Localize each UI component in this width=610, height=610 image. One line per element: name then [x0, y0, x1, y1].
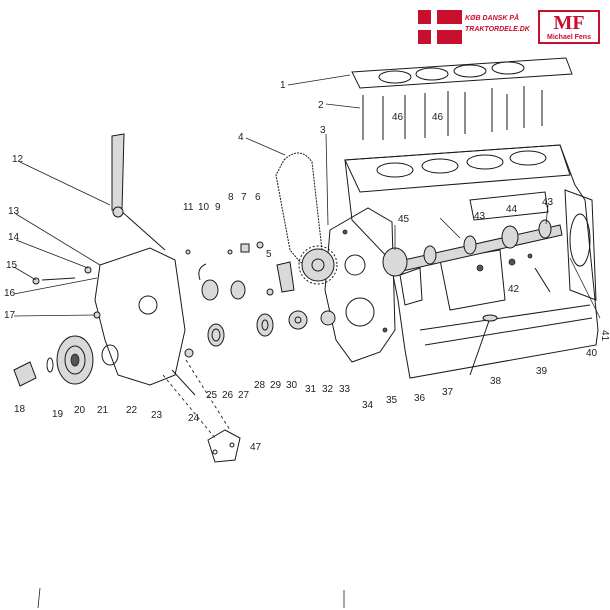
- callout-17: 17: [4, 310, 16, 321]
- callout-10: 10: [198, 202, 210, 213]
- callout-19: 19: [52, 409, 64, 420]
- callout-23: 23: [151, 410, 163, 421]
- paper-marks: [37, 587, 345, 609]
- callout-43: 43: [474, 211, 486, 222]
- callout-2: 2: [318, 100, 324, 111]
- callout-40: 40: [586, 348, 598, 359]
- callout-37: 37: [442, 387, 454, 398]
- callout-34: 34: [362, 400, 374, 411]
- leader-lines: [13, 74, 601, 319]
- callout-44: 44: [506, 204, 518, 215]
- callout-31: 31: [305, 384, 317, 395]
- callout-5: 5: [266, 249, 272, 260]
- callout-38: 38: [490, 376, 502, 387]
- callout-13: 13: [8, 206, 20, 217]
- dipstick: [469, 314, 498, 376]
- callout-7: 7: [241, 192, 247, 203]
- head-studs: [362, 86, 543, 140]
- starter-dog: [13, 357, 54, 387]
- brand-tagline: KØB DANSK PÅ TRAKTORDELE.DK: [465, 13, 537, 35]
- callout-29: 29: [270, 380, 282, 391]
- callout-24: 24: [188, 413, 200, 424]
- callout-15: 15: [6, 260, 18, 271]
- callout-43b: 43: [542, 197, 554, 208]
- callout-labels: 1 2 3 4 5 6 7 8 9 10 11 12 13 14 15 16 1…: [4, 80, 610, 453]
- cover-bolts: [32, 266, 101, 319]
- callout-32: 32: [322, 384, 334, 395]
- tube-and-seal: [171, 323, 225, 396]
- timing-backplate: [324, 207, 396, 363]
- small-fittings: [185, 243, 250, 281]
- camshaft: [382, 219, 563, 277]
- crankshaft-pulley: [56, 335, 94, 385]
- callout-22: 22: [126, 405, 138, 416]
- callout-9: 9: [215, 202, 221, 213]
- timing-cover: [94, 247, 186, 386]
- callout-27: 27: [238, 390, 250, 401]
- callout-8: 8: [228, 192, 234, 203]
- callout-45: 45: [398, 214, 410, 225]
- callout-16: 16: [4, 288, 16, 299]
- callout-25: 25: [206, 390, 218, 401]
- callout-14: 14: [8, 232, 20, 243]
- mounting-plate: [162, 359, 241, 463]
- callout-47: 47: [250, 442, 262, 453]
- callout-4: 4: [238, 132, 244, 143]
- danish-flag-icon: [418, 10, 462, 44]
- logo-letters: MF: [553, 12, 585, 34]
- idler-parts: [201, 279, 274, 337]
- callout-12: 12: [12, 154, 24, 165]
- chain-tensioner: [256, 241, 295, 293]
- rocker-studs: [534, 267, 551, 293]
- callout-39: 39: [536, 366, 548, 377]
- callout-35: 35: [386, 395, 398, 406]
- callout-28: 28: [254, 380, 266, 391]
- governor-lever: [111, 133, 166, 251]
- head-gasket: [351, 57, 573, 89]
- callout-18: 18: [14, 404, 26, 415]
- callout-30: 30: [286, 380, 298, 391]
- callout-6: 6: [255, 192, 261, 203]
- camshaft-sprocket: [298, 245, 338, 285]
- oil-pump-bracket: [399, 253, 533, 306]
- logo-name: Michael Fens: [547, 34, 591, 41]
- callout-41: 41: [599, 330, 610, 342]
- callout-36: 36: [414, 393, 426, 404]
- callout-46: 46: [392, 112, 404, 123]
- callout-21: 21: [97, 405, 109, 416]
- tagline-line-1: KØB DANSK PÅ: [465, 15, 520, 22]
- brand-banner[interactable]: KØB DANSK PÅ TRAKTORDELE.DK MF Michael F…: [418, 10, 602, 46]
- callout-11: 11: [183, 202, 194, 213]
- callout-26: 26: [222, 390, 234, 401]
- callout-33: 33: [339, 384, 351, 395]
- crank-sprocket: [288, 310, 336, 330]
- callout-20: 20: [74, 405, 86, 416]
- callout-46b: 46: [432, 112, 444, 123]
- callout-3: 3: [320, 125, 326, 136]
- mf-logo: MF Michael Fens: [538, 10, 600, 44]
- callout-1: 1: [280, 80, 286, 91]
- timing-chain: [275, 152, 323, 265]
- tagline-line-2: TRAKTORDELE.DK: [465, 26, 530, 33]
- callout-42: 42: [508, 284, 520, 295]
